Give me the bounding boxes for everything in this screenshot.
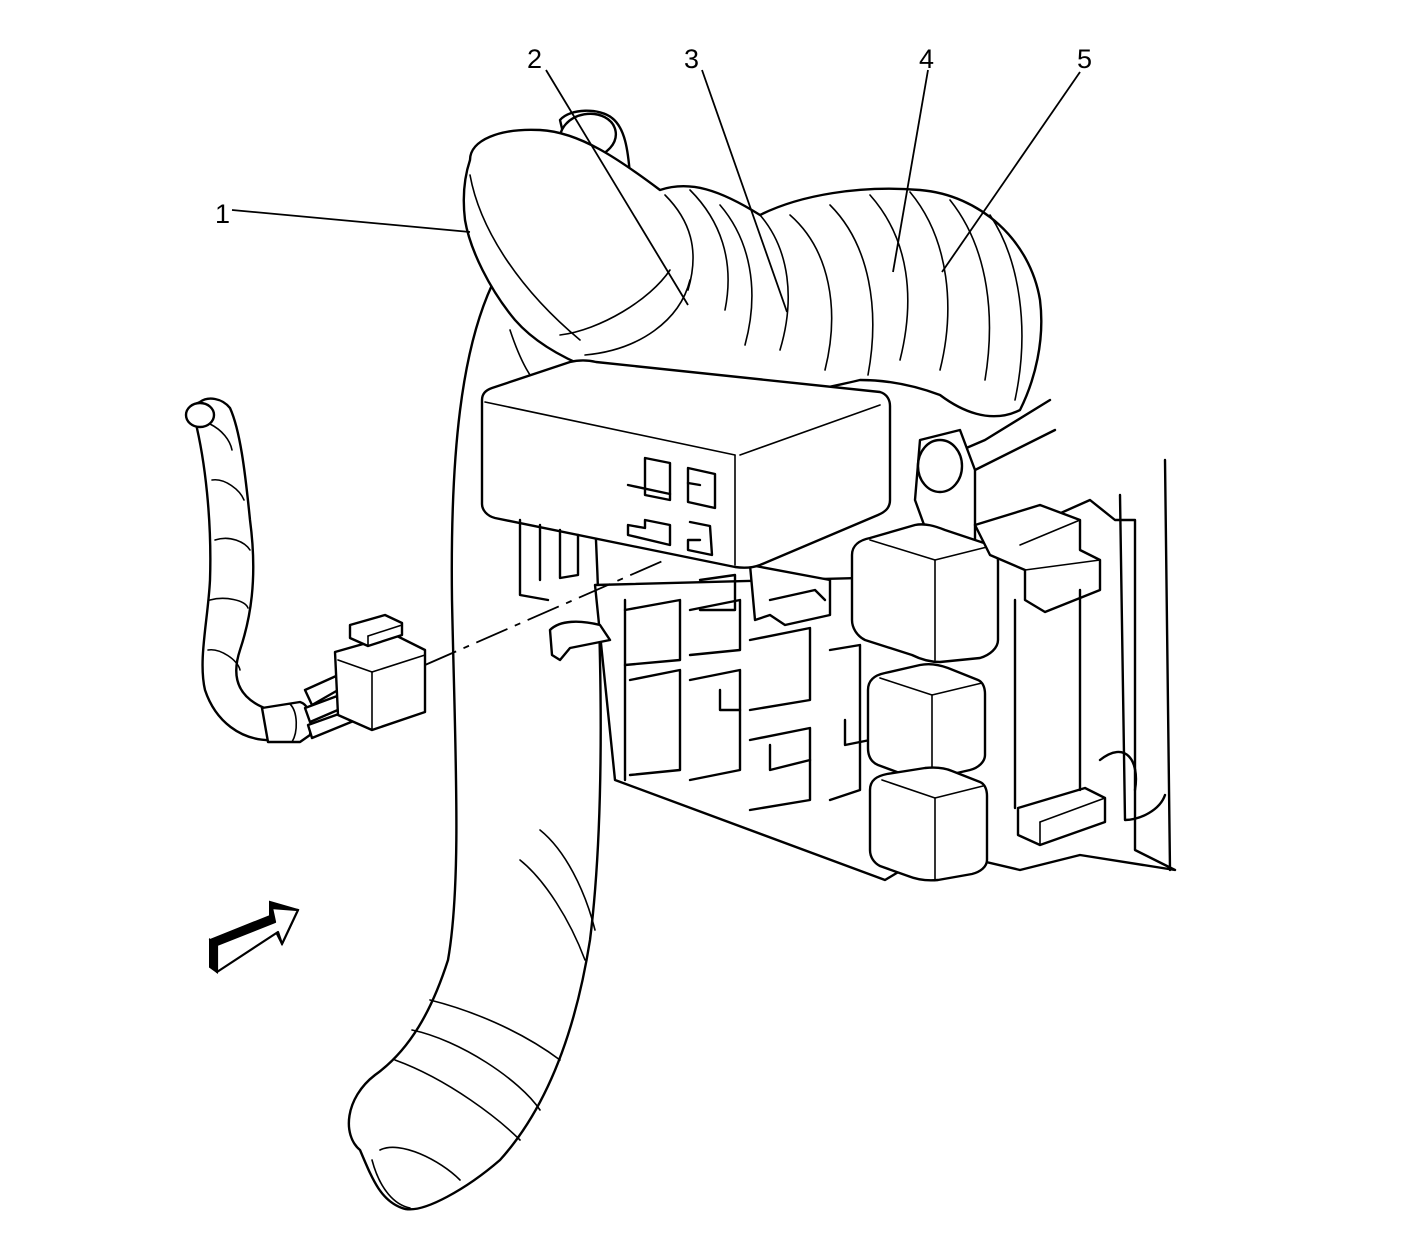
side-clip-retainer bbox=[973, 503, 1138, 847]
callout-1: 1 bbox=[215, 199, 230, 229]
upper-wiring-harness bbox=[462, 109, 1043, 418]
leader-2 bbox=[545, 69, 689, 306]
leader-4 bbox=[892, 69, 929, 273]
pigtail-connector bbox=[333, 613, 427, 732]
callout-labels: 1 2 3 4 5 bbox=[215, 44, 1092, 229]
fuse-cavities bbox=[548, 563, 872, 812]
connector-alignment-line bbox=[424, 559, 666, 666]
leader-5 bbox=[941, 71, 1081, 273]
relay-small-lower bbox=[868, 766, 989, 882]
relay-small-upper bbox=[866, 663, 987, 781]
callout-4: 4 bbox=[919, 44, 934, 74]
callout-2: 2 bbox=[527, 44, 542, 74]
callout-leaders bbox=[231, 69, 1081, 313]
callout-5: 5 bbox=[1077, 44, 1092, 74]
leader-3 bbox=[701, 69, 788, 313]
relay-large bbox=[850, 523, 1000, 664]
leader-1 bbox=[231, 209, 471, 233]
view-direction-arrow-icon bbox=[208, 900, 300, 974]
junction-block-connector bbox=[480, 359, 892, 602]
callout-3: 3 bbox=[684, 44, 699, 74]
pigtail-harness bbox=[184, 397, 358, 744]
